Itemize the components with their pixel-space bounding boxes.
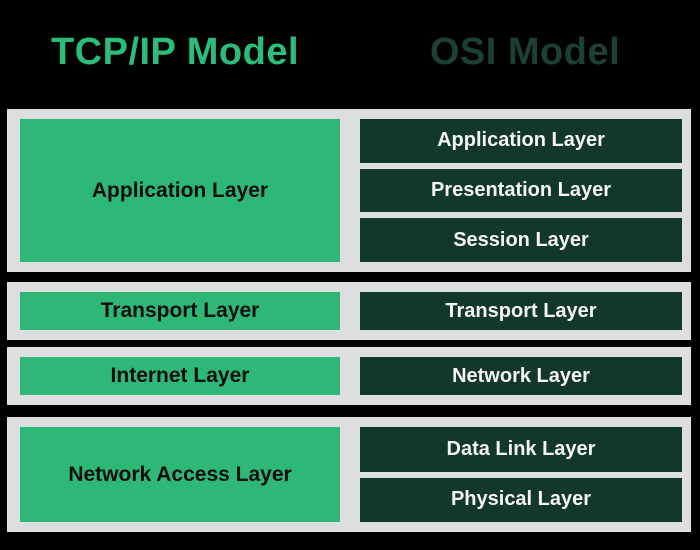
- osi-box-physical: Physical Layer: [360, 477, 682, 522]
- osi-title-container: OSI Model: [350, 30, 700, 76]
- osi-box-presentation: Presentation Layer: [360, 168, 682, 213]
- osi-box-transport: Transport Layer: [360, 292, 682, 330]
- row-internet: Internet Layer Network Layer: [7, 347, 691, 405]
- osi-box-session: Session Layer: [360, 218, 682, 263]
- osi-model-title: OSI Model: [429, 31, 621, 73]
- osi-box-network: Network Layer: [360, 357, 682, 395]
- row-transport: Transport Layer Transport Layer: [7, 282, 691, 340]
- osi-stack-network: Network Layer: [360, 357, 682, 395]
- osi-box-application: Application Layer: [360, 119, 682, 163]
- osi-stack-transport: Transport Layer: [360, 292, 682, 330]
- osi-stack-network-access: Data Link Layer Physical Layer: [360, 427, 682, 522]
- tcpip-box-internet: Internet Layer: [20, 357, 340, 395]
- tcpip-box-transport: Transport Layer: [20, 292, 340, 330]
- tcpip-box-application: Application Layer: [20, 119, 340, 262]
- tcpip-box-network-access: Network Access Layer: [20, 427, 340, 522]
- tcpip-model-title: TCP/IP Model: [50, 31, 300, 73]
- row-application: Application Layer Application Layer Pres…: [7, 109, 691, 272]
- osi-stack-application: Application Layer Presentation Layer Ses…: [360, 119, 682, 263]
- title-row: TCP/IP Model OSI Model: [0, 30, 700, 76]
- tcpip-title-container: TCP/IP Model: [0, 30, 350, 76]
- row-network-access: Network Access Layer Data Link Layer Phy…: [7, 417, 691, 532]
- osi-box-data-link: Data Link Layer: [360, 427, 682, 472]
